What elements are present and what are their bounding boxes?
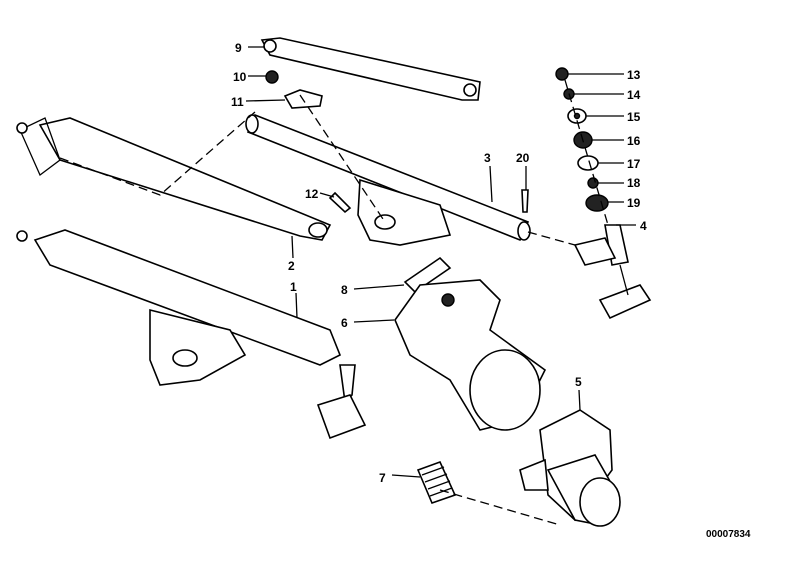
assembly-line bbox=[439, 489, 561, 526]
label-12: 12 bbox=[305, 187, 319, 201]
label-7: 7 bbox=[379, 471, 386, 485]
label-1: 1 bbox=[290, 280, 297, 294]
label-18: 18 bbox=[627, 176, 641, 190]
label-16: 16 bbox=[627, 134, 641, 148]
tube-3 bbox=[245, 113, 531, 246]
label-3: 3 bbox=[484, 151, 491, 165]
label-2: 2 bbox=[288, 259, 295, 273]
label-10: 10 bbox=[233, 70, 247, 84]
leader-lines bbox=[245, 46, 636, 478]
label-20: 20 bbox=[516, 151, 530, 165]
nut-10 bbox=[265, 70, 279, 84]
label-11: 11 bbox=[231, 95, 244, 109]
assembly-line bbox=[564, 79, 609, 226]
motor-5 bbox=[519, 409, 621, 527]
label-9: 9 bbox=[235, 41, 242, 55]
label-14: 14 bbox=[627, 88, 641, 102]
assembly-line bbox=[299, 94, 386, 223]
label-19: 19 bbox=[627, 196, 641, 210]
link-rod-top bbox=[260, 37, 481, 101]
label-5: 5 bbox=[575, 375, 582, 389]
label-8: 8 bbox=[341, 283, 348, 297]
screw-20 bbox=[521, 189, 529, 213]
assembly-line bbox=[59, 111, 256, 196]
label-15: 15 bbox=[627, 110, 641, 124]
label-17: 17 bbox=[627, 157, 641, 171]
image-code: 00007834 bbox=[706, 529, 751, 540]
bearing-4 bbox=[573, 224, 652, 320]
label-13: 13 bbox=[627, 68, 641, 82]
linkage-2 bbox=[16, 117, 332, 241]
cover-6 bbox=[394, 279, 547, 431]
label-4: 4 bbox=[640, 219, 647, 233]
label-6: 6 bbox=[341, 316, 348, 330]
screw-12 bbox=[328, 191, 352, 214]
crank-8 bbox=[403, 256, 452, 294]
clip-11 bbox=[283, 89, 323, 109]
linkage-1 bbox=[16, 229, 367, 440]
spring-7 bbox=[416, 460, 457, 505]
assembly-line bbox=[527, 231, 576, 246]
